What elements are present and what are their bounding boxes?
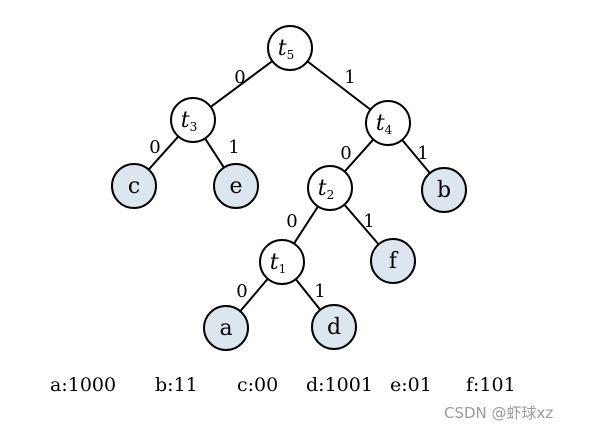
edge-t1-a [239, 278, 269, 312]
node-t5: t5 [267, 25, 313, 71]
node-label-d: d [327, 315, 341, 340]
edge-t4-t2 [343, 138, 375, 173]
code-d: d:1001 [306, 374, 373, 396]
code-a: a:1000 [50, 374, 117, 396]
node-t2: t2 [307, 165, 353, 211]
edge-label-t3-e: 1 [228, 137, 239, 158]
node-circle-f [370, 238, 416, 284]
node-circle-b [421, 167, 467, 213]
code-b: b:11 [155, 374, 198, 396]
edge-t2-f [343, 204, 380, 245]
node-e: e [213, 163, 259, 209]
node-circle-a [203, 305, 249, 351]
watermark: CSDN @虾球xz [444, 404, 554, 422]
code-e: e:01 [390, 374, 432, 396]
node-label-c: c [128, 174, 140, 199]
edge-label-t2-f: 1 [363, 211, 374, 232]
huffman-tree: 0 1 0 1 0 1 0 1 0 1 t5 t3 t4 c e t2 b t1 f a d [111, 25, 467, 351]
node-t3: t3 [170, 97, 216, 143]
edge-label-t3-c: 0 [149, 137, 160, 158]
node-label-a: a [219, 316, 232, 341]
node-d: d [311, 304, 357, 350]
code-c: c:00 [237, 374, 279, 396]
edge-label-t4-t2: 0 [340, 143, 351, 164]
code-f: f:101 [466, 374, 516, 396]
node-circle-c [111, 163, 157, 209]
edge-label-t4-b: 1 [417, 143, 428, 164]
node-label-f: f [389, 249, 399, 274]
edge-t3-e [204, 137, 225, 169]
node-circle-t3 [170, 97, 216, 143]
node-label-e: e [229, 174, 242, 199]
node-f: f [370, 238, 416, 284]
edge-t2-t1 [293, 205, 319, 245]
node-circle-t5 [267, 25, 313, 71]
node-c: c [111, 163, 157, 209]
edge-t5-t3 [210, 60, 273, 108]
node-t1: t1 [259, 239, 305, 285]
edge-t3-c [147, 135, 180, 171]
edge-label-t5-t3: 0 [234, 67, 245, 88]
edge-label-t5-t4: 1 [344, 67, 355, 88]
node-circle-d [311, 304, 357, 350]
node-circle-t2 [307, 165, 353, 211]
edge-label-t2-t1: 0 [286, 211, 297, 232]
edge-label-t1-d: 1 [314, 281, 325, 302]
node-circle-t1 [259, 239, 305, 285]
node-b: b [421, 167, 467, 213]
node-label-b: b [437, 178, 451, 203]
edge-label-t1-a: 0 [236, 281, 247, 302]
node-t4: t4 [365, 100, 411, 146]
node-a: a [203, 305, 249, 351]
edge-t1-d [294, 278, 322, 311]
edge-t5-t4 [306, 60, 372, 111]
edge-t4-b [401, 139, 431, 174]
code-table: a:1000 b:11 c:00 d:1001 e:01 f:101 [0, 374, 590, 404]
node-circle-e [213, 163, 259, 209]
node-circle-t4 [365, 100, 411, 146]
